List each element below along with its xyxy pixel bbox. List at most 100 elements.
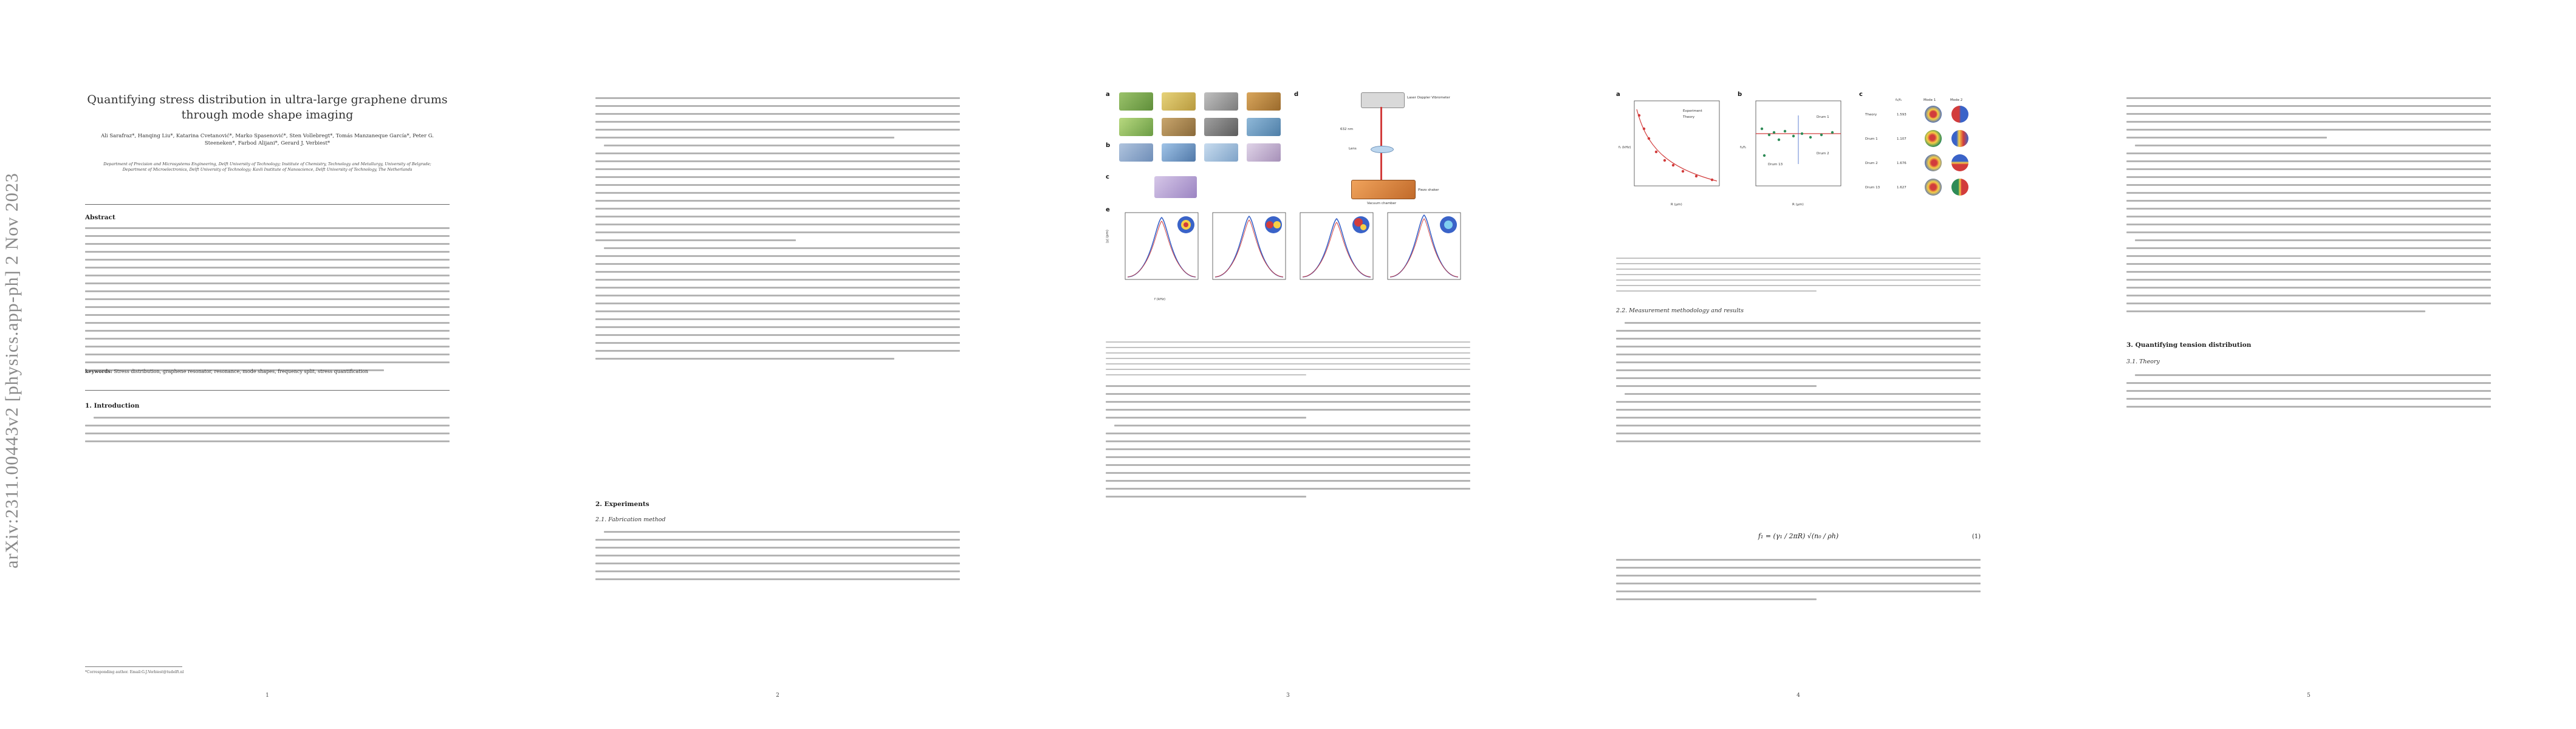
resonance-peaks (1125, 212, 1461, 280)
vibrometer-box (1361, 92, 1405, 108)
panel-label-a: a (1616, 91, 1620, 98)
mode-2-image (1951, 154, 1968, 171)
fabrication-step-icon (1119, 92, 1153, 111)
row-label: Drum 2 (1865, 162, 1878, 165)
panel-label-a: a (1106, 91, 1110, 98)
mode-shape-table: f₂/f₁ Mode 1 Mode 2 Theory 1.593 Drum 1 … (1865, 98, 1981, 214)
keywords-text: Stress distribution, graphene resonator,… (114, 369, 368, 374)
drum-1-label: Drum 1 (1817, 115, 1829, 119)
vacuum-label: Vacuum chamber (1367, 202, 1397, 205)
resonance-plot-1 (1125, 212, 1199, 280)
plot-b-xlabel: R (μm) (1792, 203, 1804, 207)
plot-a-xlabel: R (μm) (1671, 203, 1682, 207)
resonance-plot-2 (1212, 212, 1286, 280)
page-5: 3. Quantifying tension distribution 3.1.… (2066, 24, 2552, 723)
wavelength-label: 632 nm (1340, 128, 1354, 131)
fabrication-step-icon (1162, 92, 1196, 111)
laser-beam (1380, 107, 1382, 180)
panel-label-b: b (1738, 91, 1742, 98)
paper-title: Quantifying stress distribution in ultra… (85, 92, 450, 123)
abstract-rule (85, 390, 450, 391)
fabrication-step-icon (1247, 92, 1281, 111)
table-header-mode2: Mode 2 (1950, 98, 1963, 102)
frequency-vs-radius-plot (1634, 100, 1720, 187)
mode-1-image (1925, 106, 1942, 123)
header-rule (85, 204, 450, 205)
transfer-step-icon (1119, 143, 1153, 162)
sample-chip (1351, 180, 1416, 199)
vibrometer-label: Laser Doppler Vibrometer (1407, 96, 1450, 100)
lens-label: Lens (1349, 147, 1357, 151)
page-1: Quantifying stress distribution in ultra… (24, 24, 510, 723)
row-label: Drum 13 (1865, 186, 1880, 190)
row-ratio: 1.107 (1897, 137, 1906, 141)
transfer-step-icon (1247, 143, 1281, 162)
mode-2-image (1951, 106, 1968, 123)
mode-1-image (1925, 154, 1942, 171)
plot-a-ylabel: f₁ (kHz) (1619, 146, 1631, 149)
drum-13-label: Drum 13 (1768, 163, 1783, 166)
page5-text-top (2126, 97, 2491, 318)
experiments-heading: 2. Experiments (595, 501, 649, 508)
page-number: 2 (776, 693, 779, 699)
measurement-subheading: 2.2. Measurement methodology and results (1616, 307, 1744, 314)
author-list: Ali Sarafraz*, Hanqing Liu*, Katarina Cv… (101, 133, 434, 146)
page-number: 4 (1797, 693, 1800, 699)
fabrication-subheading: 2.1. Fabrication method (595, 516, 666, 523)
equation-1: f₁ = (γ₁ / 2πR) √(n₀ / ρh) (1758, 532, 1839, 540)
title-line-1: Quantifying stress distribution in ultra… (87, 93, 448, 106)
transfer-step-icon (1162, 143, 1196, 162)
panel-label-b: b (1106, 142, 1111, 149)
fabrication-step-icon (1162, 118, 1196, 136)
panel-label-e: e (1106, 207, 1110, 213)
fabrication-step-icon (1204, 92, 1238, 111)
panel-label-d: d (1294, 91, 1299, 98)
figure-1-caption (1106, 341, 1470, 380)
introduction-heading: 1. Introduction (85, 402, 140, 409)
lens-icon (1371, 146, 1394, 153)
resonance-plot-4 (1387, 212, 1461, 280)
theory-body (2126, 374, 2491, 414)
introduction-body (85, 417, 450, 448)
page-number: 5 (2307, 693, 2311, 699)
keywords-label: keywords: (85, 368, 112, 374)
plot-b-ylabel: f₂/f₁ (1740, 146, 1747, 149)
panel-label-c: c (1106, 174, 1109, 180)
panel-e-ylabel: |y| (pm) (1106, 230, 1109, 243)
title-line-2: through mode shape imaging (181, 108, 354, 122)
mode-1-image (1925, 179, 1942, 196)
transfer-step-icon (1204, 143, 1238, 162)
page-number: 1 (265, 693, 269, 699)
row-ratio: 1.593 (1897, 113, 1906, 117)
page3-body (1106, 385, 1470, 504)
row-ratio: 1.627 (1897, 186, 1906, 190)
abstract-body (85, 227, 450, 377)
equation-number: (1) (1971, 533, 1981, 540)
panel-e-xlabel: f (kHz) (1154, 298, 1166, 301)
page-number: 3 (1286, 693, 1290, 699)
arxiv-stamp: arXiv:2311.00443v2 [physics.app-ph] 2 No… (0, 173, 24, 568)
fabrication-step-icon (1119, 118, 1153, 136)
theory-subheading: 3.1. Theory (2126, 358, 2160, 365)
abstract-heading: Abstract (85, 214, 115, 221)
row-label: Drum 1 (1865, 137, 1878, 141)
page-2: 2. Experiments 2.1. Fabrication method 2 (535, 24, 1021, 723)
table-header-ratio: f₂/f₁ (1896, 98, 1902, 102)
figure-1: a b c d Laser Doppler Vibrometer 632 nm … (1106, 91, 1470, 322)
row-ratio: 1.676 (1897, 162, 1906, 165)
mode-2-image (1951, 179, 1968, 196)
plot-a-legend-theory: Theory (1683, 115, 1695, 119)
mode-1-image (1925, 130, 1942, 147)
affiliations: Department of Precision and Microsystems… (103, 162, 431, 172)
mode-2-image (1951, 130, 1968, 147)
plot-a-legend-experiment: Experiment (1683, 109, 1702, 113)
arxiv-stamp-text: arXiv:2311.00443v2 [physics.app-ph] 2 No… (2, 173, 22, 569)
resonance-plot-3 (1300, 212, 1374, 280)
fabrication-body (595, 531, 960, 586)
frequency-ratio-plot (1755, 100, 1841, 187)
figure-2: a Experiment Theory R (μm) f₁ (kHz) b (1616, 91, 1981, 231)
page2-text-top (595, 97, 960, 366)
page-4: a Experiment Theory R (μm) f₁ (kHz) b (1555, 24, 2041, 723)
keywords: keywords: Stress distribution, graphene … (85, 368, 450, 374)
tension-heading: 3. Quantifying tension distribution (2126, 341, 2252, 349)
